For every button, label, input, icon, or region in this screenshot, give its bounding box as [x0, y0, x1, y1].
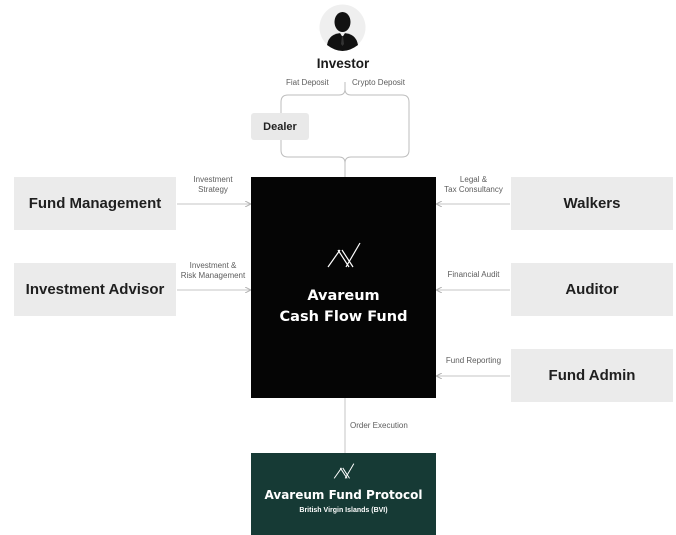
- fiat-branch-line: [280, 88, 346, 113]
- auditor-label: Auditor: [565, 281, 619, 298]
- fund-title-line1: Avareum: [307, 288, 380, 304]
- walkers-box: Walkers: [511, 177, 673, 230]
- investor-label: Investor: [316, 56, 370, 71]
- dealer-box: Dealer: [251, 113, 309, 140]
- risk-management-label: Investment &Risk Management: [180, 261, 246, 280]
- auditor-box: Auditor: [511, 263, 673, 316]
- avareum-logo-icon: [333, 463, 354, 479]
- financial-audit-label: Financial Audit: [447, 270, 500, 279]
- person-silhouette-icon: [319, 4, 366, 51]
- investor-avatar: [319, 4, 366, 51]
- crypto-branch-line: [344, 88, 410, 177]
- protocol-subtitle: British Virgin Islands (BVI): [299, 507, 388, 514]
- crypto-deposit-label: Crypto Deposit: [352, 78, 405, 87]
- legal-tax-label: Legal &Tax Consultancy: [444, 175, 503, 194]
- fund-management-box: Fund Management: [14, 177, 176, 230]
- fund-admin-label: Fund Admin: [548, 367, 636, 384]
- fund-protocol-box: Avareum Fund Protocol British Virgin Isl…: [251, 453, 436, 535]
- fund-title-line2: Cash Flow Fund: [279, 309, 408, 325]
- fund-management-label: Fund Management: [28, 195, 162, 212]
- protocol-title: Avareum Fund Protocol: [264, 488, 423, 502]
- investment-advisor-label: Investment Advisor: [25, 281, 165, 298]
- dealer-return-line: [280, 140, 346, 164]
- order-execution-label: Order Execution: [350, 421, 408, 430]
- cash-flow-fund-box: Avareum Cash Flow Fund: [251, 177, 436, 398]
- avareum-logo-icon: [327, 242, 361, 268]
- fiat-deposit-label: Fiat Deposit: [286, 78, 329, 87]
- fund-admin-box: Fund Admin: [511, 349, 673, 402]
- investment-advisor-box: Investment Advisor: [14, 263, 176, 316]
- fund-reporting-label: Fund Reporting: [445, 356, 502, 365]
- walkers-label: Walkers: [563, 195, 621, 212]
